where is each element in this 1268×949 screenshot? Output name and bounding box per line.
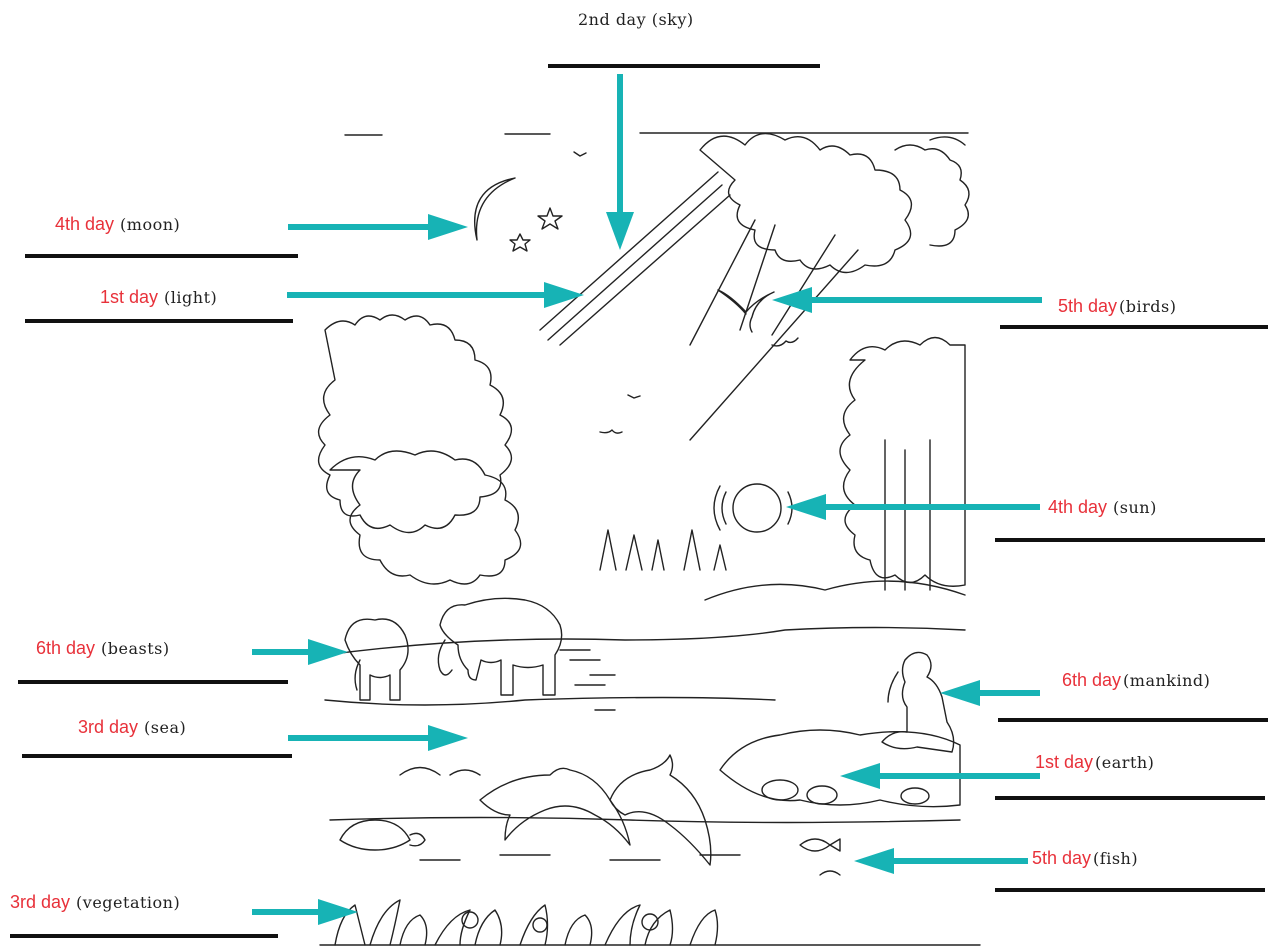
answer-line-light[interactable] bbox=[25, 319, 293, 323]
moon-icon bbox=[473, 177, 516, 241]
label-vegetation: 3rd day (vegetation) bbox=[10, 891, 180, 914]
day-sea: 3rd day bbox=[78, 717, 139, 737]
dolphin-icon bbox=[479, 767, 631, 846]
item-moon: (moon) bbox=[120, 215, 181, 234]
arrow-mankind bbox=[940, 680, 1040, 706]
answer-line-earth[interactable] bbox=[995, 796, 1265, 800]
label-sun: 4th day (sun) bbox=[1048, 496, 1157, 519]
star-icon bbox=[509, 233, 531, 252]
label-earth: 1st day(earth) bbox=[1035, 751, 1154, 774]
arrow-beasts bbox=[252, 639, 348, 665]
label-sea: 3rd day (sea) bbox=[78, 716, 186, 739]
item-light: (light) bbox=[164, 288, 218, 307]
arrow-sun bbox=[786, 494, 1040, 520]
answer-line-sun[interactable] bbox=[995, 538, 1265, 542]
day-moon: 4th day bbox=[55, 214, 115, 234]
answer-line-vegetation[interactable] bbox=[10, 934, 278, 938]
forest-icon bbox=[317, 314, 513, 534]
item-earth: (earth) bbox=[1095, 753, 1155, 772]
item-fish: (fish) bbox=[1093, 849, 1139, 868]
label-beasts: 6th day (beasts) bbox=[36, 637, 170, 660]
item-birds: (birds) bbox=[1119, 297, 1177, 316]
answer-line-sky[interactable] bbox=[548, 64, 820, 68]
item-beasts: (beasts) bbox=[101, 639, 170, 658]
fish-icon bbox=[799, 838, 841, 852]
bird-icon bbox=[717, 289, 775, 333]
dolphin-icon bbox=[609, 754, 712, 866]
arrow-earth bbox=[840, 763, 1040, 789]
elephant-icon bbox=[439, 597, 563, 696]
arrow-fish bbox=[854, 848, 1028, 874]
day-birds: 5th day bbox=[1058, 296, 1118, 316]
day-vegetation: 3rd day bbox=[10, 892, 71, 912]
answer-line-moon[interactable] bbox=[25, 254, 298, 258]
turtle-icon bbox=[339, 819, 426, 851]
elephant-icon bbox=[344, 618, 409, 701]
arrow-moon bbox=[288, 214, 468, 240]
arrow-sky bbox=[606, 74, 634, 250]
bird-icon bbox=[771, 337, 799, 347]
arrow-sea bbox=[288, 725, 468, 751]
cloud-icon bbox=[699, 132, 913, 274]
day-earth: 1st day bbox=[1035, 752, 1094, 772]
label-moon: 4th day (moon) bbox=[55, 213, 180, 236]
star-icon bbox=[537, 207, 563, 230]
arrows bbox=[252, 74, 1042, 925]
answer-line-fish[interactable] bbox=[995, 888, 1265, 892]
arrow-light bbox=[287, 282, 584, 308]
day-fish: 5th day bbox=[1032, 848, 1092, 868]
answer-line-birds[interactable] bbox=[1000, 325, 1268, 329]
forest-icon bbox=[839, 336, 966, 587]
item-sun: (sun) bbox=[1113, 498, 1157, 517]
sun-icon bbox=[732, 483, 782, 533]
label-birds: 5th day(birds) bbox=[1058, 295, 1177, 318]
label-mankind: 6th day(mankind) bbox=[1062, 669, 1210, 692]
answer-line-mankind[interactable] bbox=[998, 718, 1268, 722]
item-vegetation: (vegetation) bbox=[76, 893, 181, 912]
arrow-vegetation bbox=[252, 899, 358, 925]
label-fish: 5th day(fish) bbox=[1032, 847, 1138, 870]
rocks-icon bbox=[719, 729, 961, 808]
answer-line-sea[interactable] bbox=[22, 754, 292, 758]
day-beasts: 6th day bbox=[36, 638, 96, 658]
day-sun: 4th day bbox=[1048, 497, 1108, 517]
item-mankind: (mankind) bbox=[1123, 671, 1211, 690]
label-sky: 2nd day (sky) bbox=[578, 10, 694, 29]
arrow-birds bbox=[772, 287, 1042, 313]
day-light: 1st day bbox=[100, 287, 159, 307]
item-sea: (sea) bbox=[144, 718, 187, 737]
person-icon bbox=[881, 651, 955, 753]
day-mankind: 6th day bbox=[1062, 670, 1122, 690]
vegetation-icon bbox=[334, 899, 719, 946]
answer-line-beasts[interactable] bbox=[18, 680, 288, 684]
label-light: 1st day (light) bbox=[100, 286, 217, 309]
